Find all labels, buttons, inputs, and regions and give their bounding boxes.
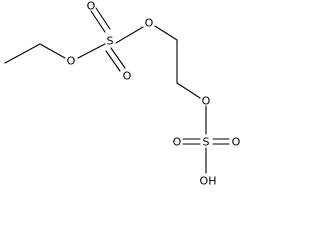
- atom-s1: S: [107, 35, 114, 48]
- atom-o-ester-left: O: [67, 55, 76, 68]
- molecule-structure: O S O O O O S O O OH: [4, 0, 241, 188]
- atom-s2-o-right: O: [232, 136, 241, 149]
- bond-o-ch2a: [154, 25, 178, 41]
- bond-ch2-o: [39, 43, 66, 59]
- bond-s1-o-ether: [115, 26, 144, 44]
- atom-o-ether-top: O: [145, 17, 154, 30]
- atom-s1-o-bottom: O: [123, 70, 132, 83]
- bond-s1-o-top-b: [95, 7, 111, 30]
- atom-s2: S: [203, 136, 210, 149]
- atom-s1-o-top: O: [87, 0, 96, 13]
- atom-s2-o-left: O: [173, 136, 182, 149]
- bond-s1-o-top-a: [90, 10, 106, 33]
- bond-ch2b-o: [176, 82, 201, 99]
- bond-s1-o-bottom-b: [110, 47, 126, 69]
- bond-s1-o-bottom-a: [105, 50, 121, 72]
- bond-o-s1: [77, 43, 106, 59]
- bond-ch3-ch2: [4, 43, 41, 64]
- atom-hydroxyl: OH: [200, 175, 217, 188]
- atom-o-ether-right: O: [202, 95, 211, 108]
